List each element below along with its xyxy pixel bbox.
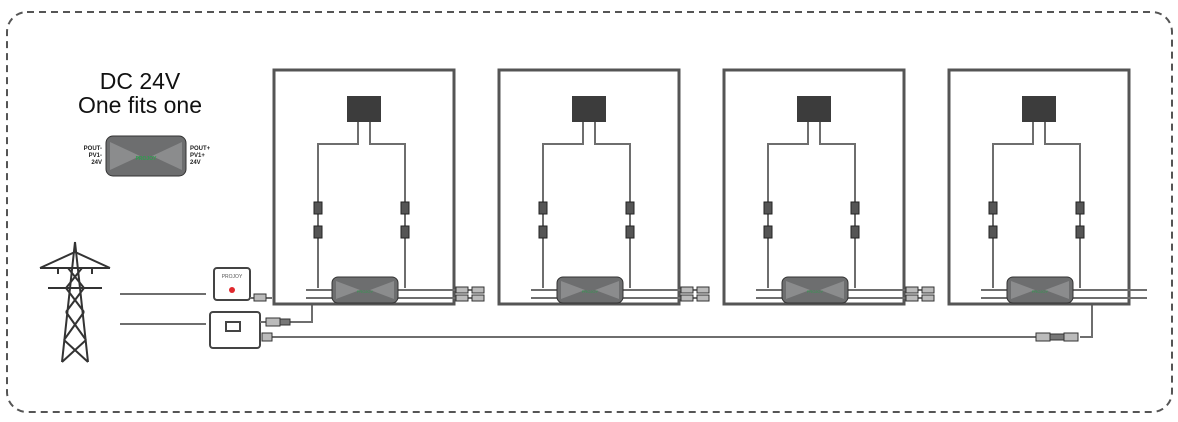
panel-lead-negative (992, 122, 1034, 288)
link-connector-icon (471, 286, 485, 294)
mc4-connector-icon (400, 225, 410, 239)
solar-panel-2: PROJOY (497, 68, 697, 306)
legend-left-terminal-3: 24V (91, 160, 102, 166)
diagram-title-ratio: One fits one (77, 92, 203, 118)
mc4-connector-icon (988, 225, 998, 239)
link-connector-icon (455, 294, 469, 302)
link-connector-icon (905, 294, 919, 302)
mc4-connector-icon (850, 201, 860, 215)
panel-lead-positive (369, 122, 406, 288)
link-connector-icon (696, 286, 710, 294)
link-connector-icon (696, 294, 710, 302)
module-brand: PROJOY (807, 289, 824, 294)
shutdown-controller: PROJOY (213, 267, 251, 301)
junction-box-icon (1022, 96, 1056, 122)
feed-connectors (253, 293, 1079, 342)
mc4-connector-icon (313, 225, 323, 239)
mc4-connector-icon (1075, 225, 1085, 239)
module-brand: PROJOY (582, 289, 599, 294)
mc4-connector-icon (400, 201, 410, 215)
mc4-connector-icon (313, 201, 323, 215)
panel-lead-negative (317, 122, 359, 288)
rapid-shutdown-module: PROJOY (781, 276, 849, 304)
mc4-connector-icon (625, 225, 635, 239)
link-connector-icon (921, 286, 935, 294)
link-connector-icon (921, 294, 935, 302)
legend-module-device: PROJOY POUT- PV1- 24V POUT+ PV1+ 24V (84, 135, 211, 177)
legend-left-terminal-1: POUT- (84, 146, 102, 152)
panel-link-connectors (455, 286, 935, 302)
solar-panel-4: PROJOY (947, 68, 1147, 306)
solar-panels: PROJOY PROJOY PROJOY PROJOY (272, 68, 1147, 306)
legend-right-terminal-1: POUT+ (190, 146, 211, 152)
mc4-connector-icon (538, 201, 548, 215)
panel-lead-negative (767, 122, 809, 288)
mc4-connector-icon (763, 225, 773, 239)
rapid-shutdown-module: PROJOY (331, 276, 399, 304)
mc4-connector-icon (850, 225, 860, 239)
junction-box-icon (572, 96, 606, 122)
link-connector-icon (680, 286, 694, 294)
mc4-connector-icon (763, 201, 773, 215)
junction-box-icon (347, 96, 381, 122)
controller-brand: PROJOY (222, 274, 243, 280)
junction-box-icon (797, 96, 831, 122)
link-connector-icon (455, 286, 469, 294)
solar-panel-1: PROJOY (272, 68, 472, 306)
diagram-title-voltage: DC 24V (99, 68, 181, 94)
mc4-connector-icon (988, 201, 998, 215)
module-brand: PROJOY (357, 289, 374, 294)
mc4-connector-icon (538, 225, 548, 239)
module-brand: PROJOY (1032, 289, 1049, 294)
link-connector-icon (471, 294, 485, 302)
solar-panel-3: PROJOY (722, 68, 922, 306)
rapid-shutdown-module: PROJOY (556, 276, 624, 304)
link-connector-icon (905, 286, 919, 294)
panel-lead-positive (594, 122, 631, 288)
legend-module-brand: PROJOY (136, 156, 158, 162)
controller-alarm-light (229, 287, 235, 293)
panel-lead-positive (819, 122, 856, 288)
inverter-box (209, 311, 261, 349)
legend-left-terminal-2: PV1- (89, 153, 102, 159)
mc4-connector-icon (625, 201, 635, 215)
outer-dashed-border (6, 11, 1173, 413)
panel-lead-positive (1044, 122, 1081, 288)
legend-right-terminal-2: PV1+ (190, 153, 205, 159)
mc4-connector-icon (1075, 201, 1085, 215)
power-tower-icon (39, 241, 111, 363)
link-connector-icon (680, 294, 694, 302)
inverter-display (225, 321, 241, 332)
legend-right-terminal-3: 24V (190, 160, 201, 166)
rapid-shutdown-module: PROJOY (1006, 276, 1074, 304)
panel-lead-negative (542, 122, 584, 288)
